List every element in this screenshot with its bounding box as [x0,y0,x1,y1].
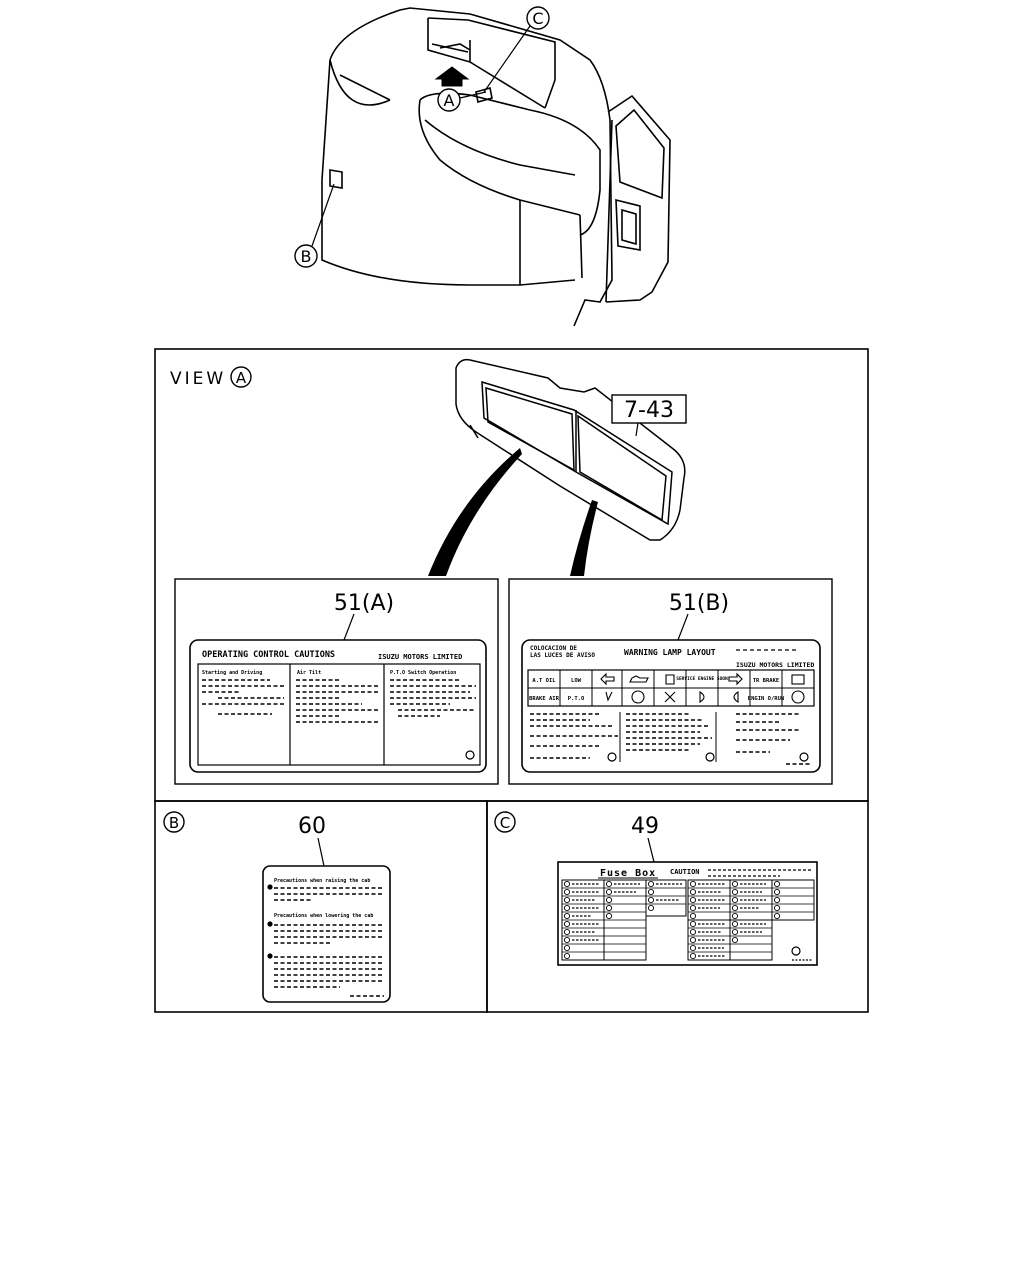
svg-text:ISUZU MOTORS LIMITED: ISUZU MOTORS LIMITED [736,661,814,669]
label-51b-part: 51(B) [669,591,729,616]
view-c-frame [486,800,869,1013]
svg-text:TR BRAKE: TR BRAKE [753,678,780,684]
label-51a-part: 51(A) [334,591,394,616]
svg-text:OPERATING CONTROL CAUTIONS: OPERATING CONTROL CAUTIONS [202,650,335,660]
svg-text:C: C [500,814,510,832]
callout-b: B [294,244,318,268]
label-60: Precautions when raising the cab Precaut… [262,865,391,1003]
brake-warning-icon [791,690,805,704]
callout-c: C [526,6,550,30]
svg-text:WARNING LAMP LAYOUT: WARNING LAMP LAYOUT [624,648,716,657]
turn-left-icon [600,672,615,686]
svg-text:C: C [532,9,543,28]
svg-text:Fuse Box: Fuse Box [600,868,656,879]
label-51b: COLOCACION DE LAS LUCES DE AVISO WARNING… [521,639,821,773]
label-49-part: 49 [631,814,659,839]
svg-text:Precautions when lowering the: Precautions when lowering the cab [274,913,373,919]
svg-text:SERVICE ENGINE SOON: SERVICE ENGINE SOON [676,676,728,682]
label-51a: OPERATING CONTROL CAUTIONS ISUZU MOTORS … [189,639,487,773]
svg-text:7-43: 7-43 [624,398,674,423]
view-c-callout: C [494,811,516,833]
label-51b-frame [508,578,833,785]
svg-text:A: A [236,369,247,387]
svg-text:Starting and Driving: Starting and Driving [202,670,262,676]
arrow-up-icon [434,66,470,87]
parking-brake-icon [631,690,645,704]
svg-text:ENGIN O/RUN: ENGIN O/RUN [748,696,784,702]
battery-icon [791,674,805,685]
svg-text:LAS LUCES DE AVISO: LAS LUCES DE AVISO [530,652,595,659]
label-60-part: 60 [298,814,326,839]
callout-a: A [437,88,461,112]
svg-text:COLOCACION DE: COLOCACION DE [530,645,577,652]
view-a-callout: A [230,366,252,388]
svg-text:Precautions when raising the c: Precautions when raising the cab [274,878,370,884]
diff-lock-icon [664,691,676,703]
svg-text:P.T.O Switch Operation: P.T.O Switch Operation [390,670,456,676]
svg-text:P.T.O: P.T.O [568,696,585,702]
overhead-panel [455,358,686,541]
label-51a-frame [174,578,499,785]
part-ref-7-43: 7-43 [611,394,687,424]
svg-text:Air Tilt: Air Tilt [297,670,321,676]
svg-text:BRAKE AIR: BRAKE AIR [529,696,559,702]
svg-text:LOW: LOW [571,678,582,684]
svg-text:CAUTION: CAUTION [670,868,700,876]
seatbelt-icon [665,674,675,685]
svg-text:B: B [301,247,312,266]
svg-text:B: B [169,814,179,832]
view-b-callout: B [163,811,185,833]
leader-51a [428,448,522,576]
oil-can-icon [629,675,649,683]
turn-right-icon [728,672,743,686]
cab-illustration [321,7,671,327]
view-a-title: VIEW [170,369,226,389]
person-icon [605,691,613,702]
svg-text:A.T OIL: A.T OIL [532,678,556,684]
leader-51b [570,500,598,576]
svg-text:ISUZU MOTORS LIMITED: ISUZU MOTORS LIMITED [378,653,462,661]
svg-text:A: A [444,91,455,110]
fog-light-icon [733,691,739,703]
label-49: Fuse Box CAUTION [557,861,818,966]
headlight-icon [699,691,705,703]
